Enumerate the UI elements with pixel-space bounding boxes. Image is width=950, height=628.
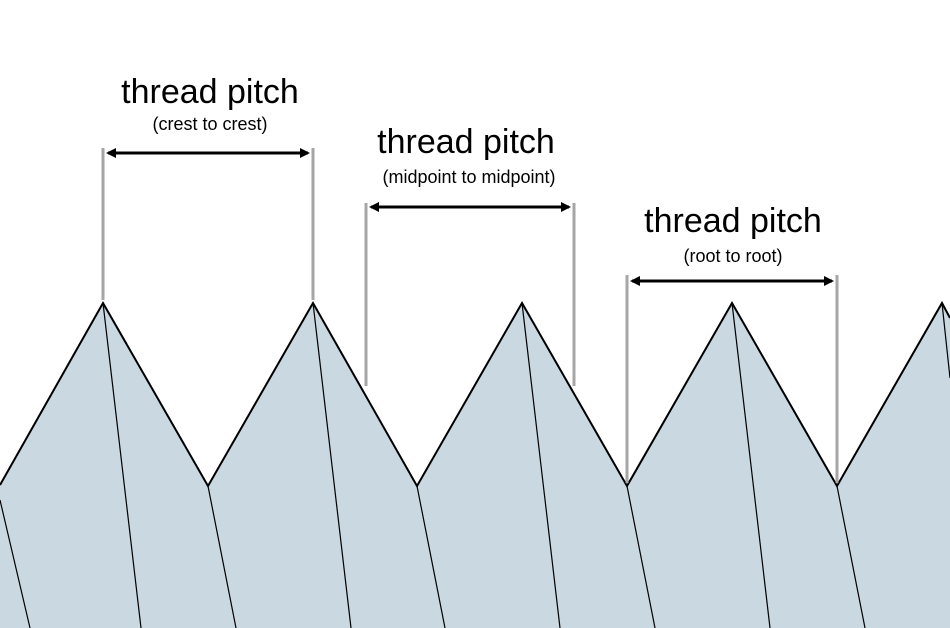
guide-lines xyxy=(101,148,839,483)
midpoint-label-subtitle: (midpoint to midpoint) xyxy=(382,167,555,187)
crest-label-subtitle: (crest to crest) xyxy=(152,114,267,134)
root-label-subtitle: (root to root) xyxy=(683,246,782,266)
thread-outline xyxy=(0,300,950,489)
midpoint-label-title: thread pitch xyxy=(377,123,555,161)
crest-label-title: thread pitch xyxy=(121,73,299,111)
thread-profile xyxy=(0,303,950,628)
root-label-title: thread pitch xyxy=(644,202,822,240)
helix-lines xyxy=(0,302,950,628)
